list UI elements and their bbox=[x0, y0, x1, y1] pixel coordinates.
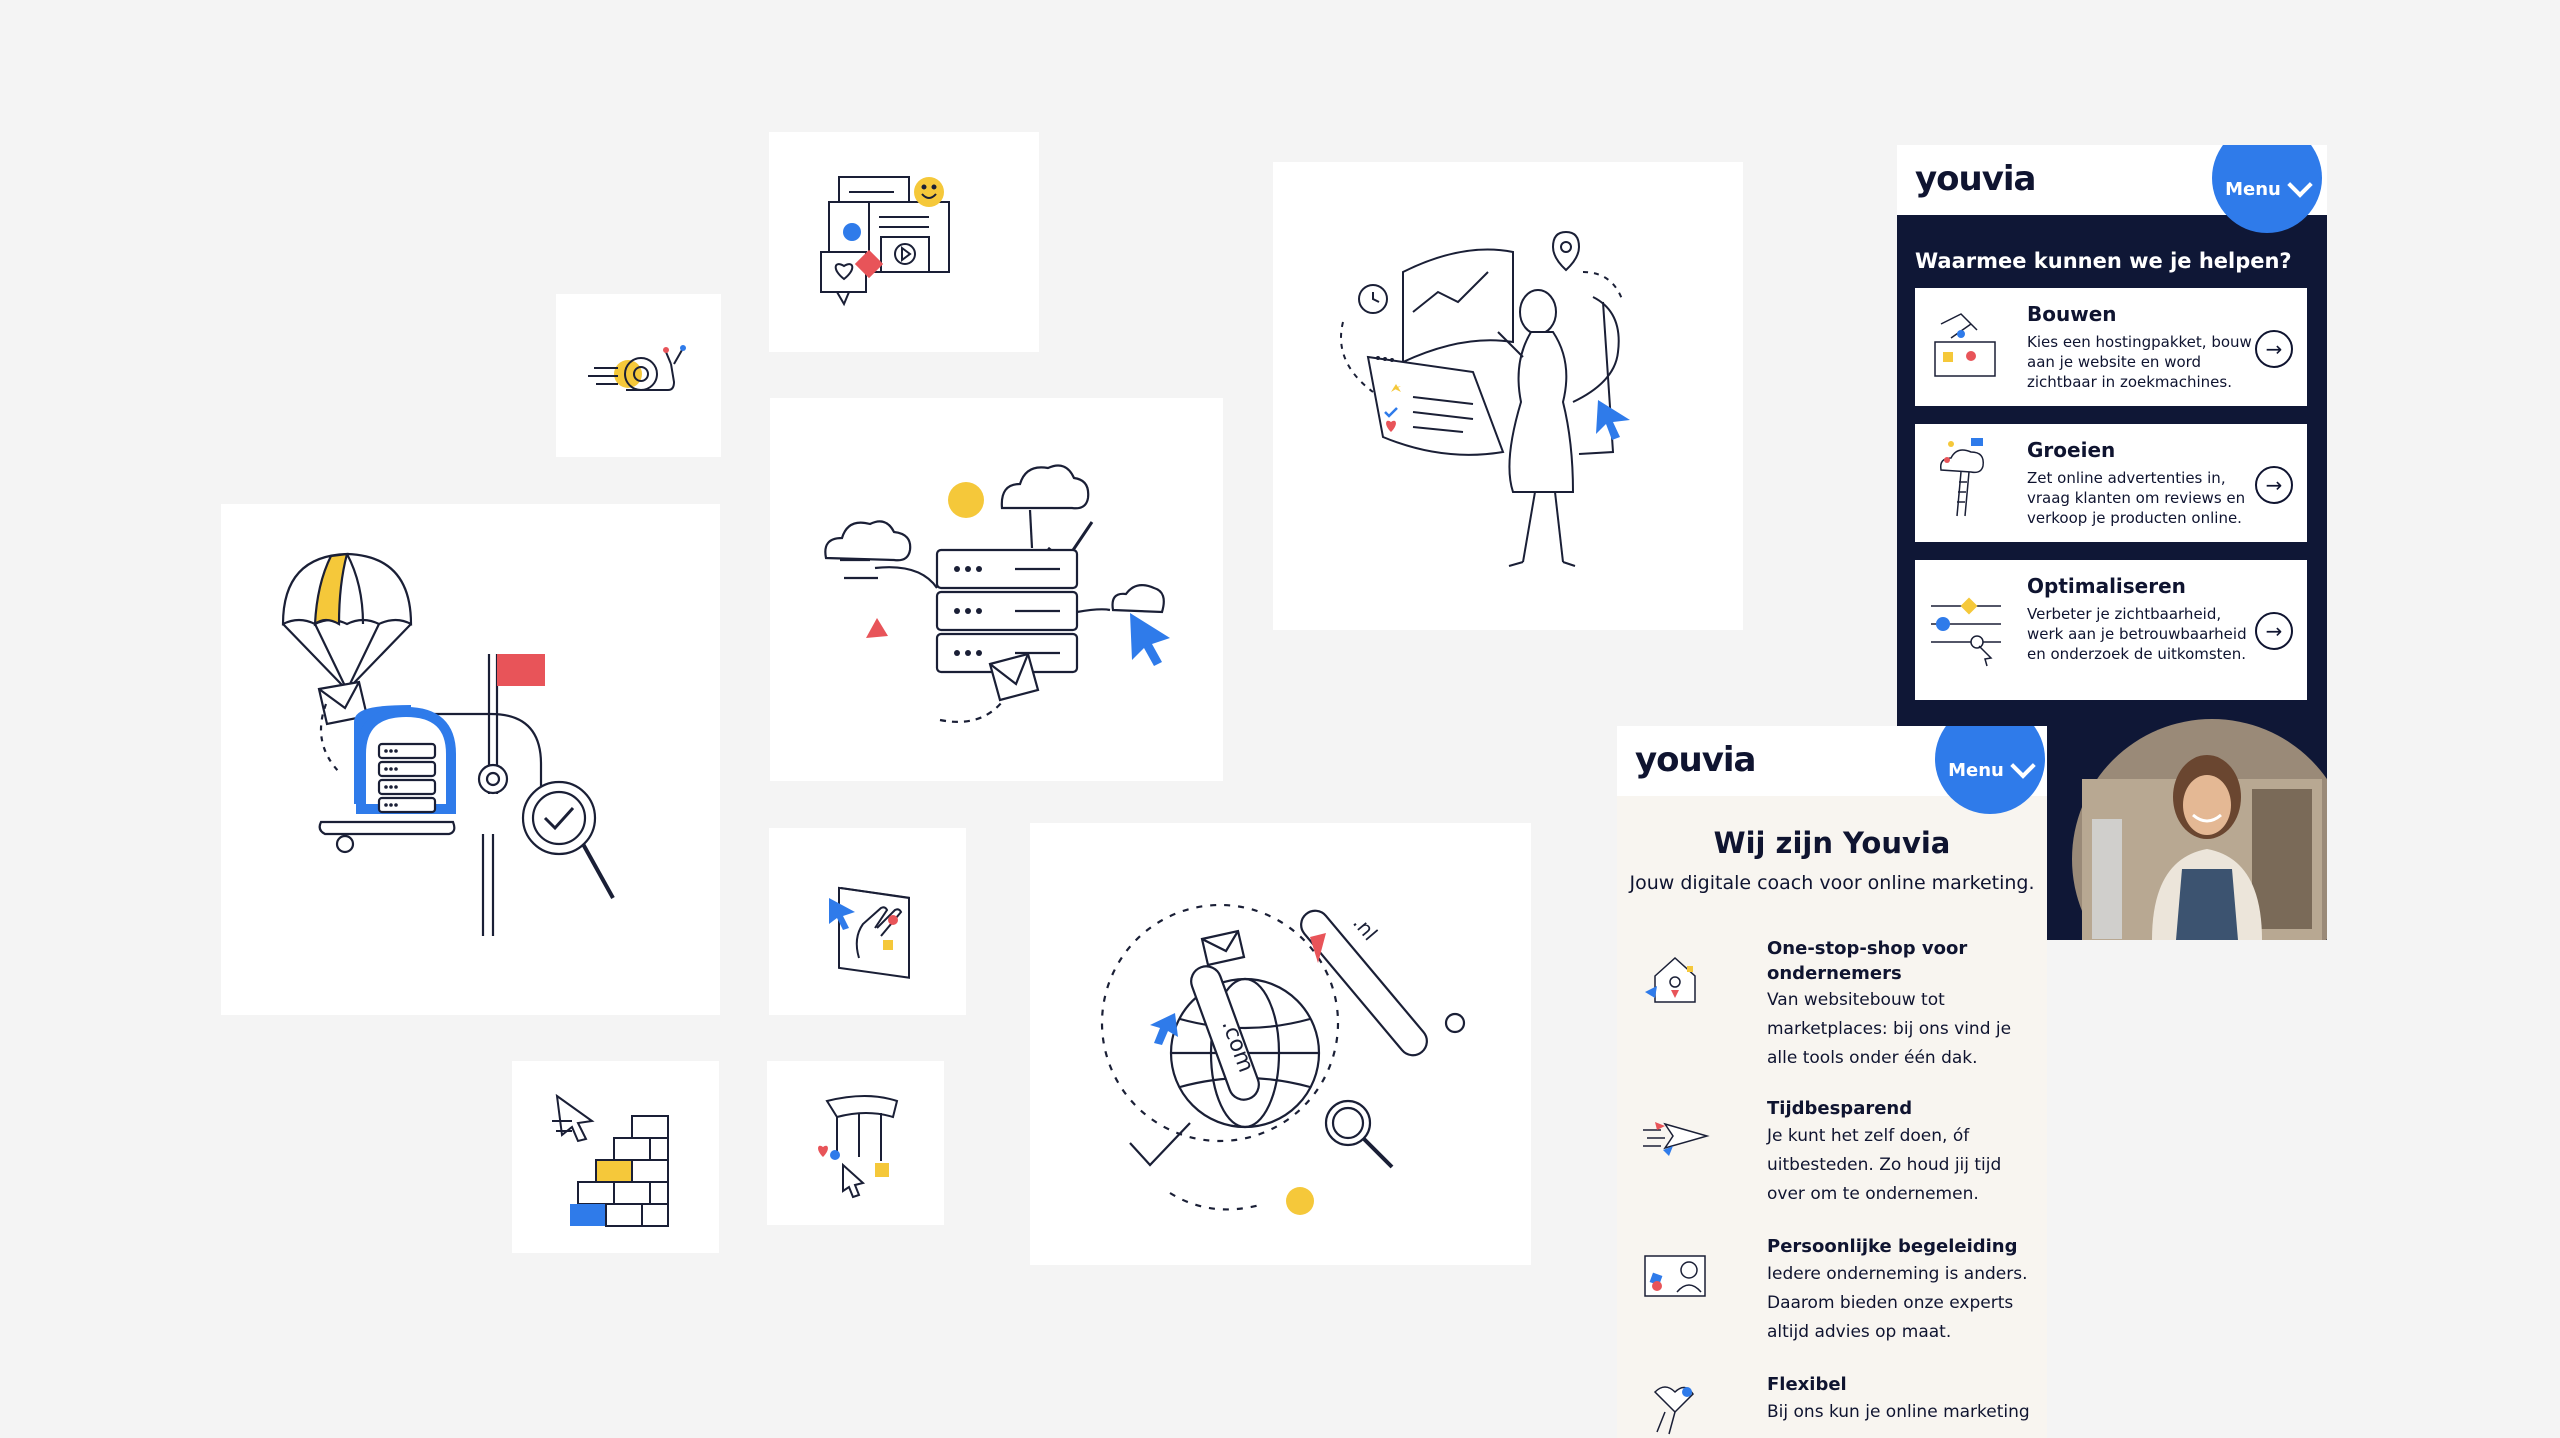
svg-text:.nl: .nl bbox=[1348, 911, 1382, 945]
service-card-optimaliseren[interactable]: Optimaliseren Verbeter je zichtbaarheid,… bbox=[1915, 560, 2307, 700]
menu-label: Menu bbox=[2225, 178, 2281, 200]
content-illustration bbox=[769, 132, 1039, 352]
mobile-about-screen: youvia Menu Wij zijn Youvia Jouw digital… bbox=[1617, 726, 2047, 1438]
high-five-illustration bbox=[769, 828, 966, 1015]
globe-domain-illustration: .com .nl bbox=[1030, 823, 1531, 1265]
feature-item: One-stop-shop voor ondernemers Van websi… bbox=[1635, 936, 2035, 1086]
snail-illustration bbox=[556, 294, 721, 457]
feature-text: Van websitebouw tot marketplaces: bij on… bbox=[1767, 990, 2012, 1068]
arrow-right-circle-icon[interactable]: → bbox=[2255, 330, 2293, 368]
feature-item: Tijdbesparend Je kunt het zelf doen, óf … bbox=[1635, 1096, 2035, 1226]
feature-title: Tijdbesparend bbox=[1767, 1098, 1913, 1119]
parachute-mailbox-illustration bbox=[221, 504, 720, 1015]
mobile-header: youvia Menu bbox=[1617, 726, 2047, 814]
page-subtitle: Jouw digitale coach voor online marketin… bbox=[1629, 872, 2035, 894]
house-illustration bbox=[1645, 956, 1696, 1003]
feature-text: Je kunt het zelf doen, óf uitbesteden. Z… bbox=[1767, 1126, 2002, 1204]
service-text: Verbeter je zichtbaarheid, werk aan je b… bbox=[2027, 605, 2247, 663]
flexible-illustration bbox=[1653, 1386, 1694, 1435]
bouwen-illustration bbox=[1934, 313, 1996, 377]
service-card-bouwen[interactable]: Bouwen Kies een hostingpakket, bouw aan … bbox=[1915, 288, 2307, 406]
feature-item: Flexibel Bij ons kun je online marketing bbox=[1635, 1372, 2035, 1438]
guidance-illustration bbox=[1644, 1255, 1706, 1297]
feature-text: Iedere onderneming is anders. Daarom bie… bbox=[1767, 1264, 2028, 1342]
feature-title: One-stop-shop voor ondernemers bbox=[1767, 938, 1968, 984]
chevron-down-icon bbox=[2010, 753, 2036, 779]
groeien-illustration bbox=[1939, 438, 1984, 517]
hero-photo bbox=[2072, 719, 2327, 940]
service-title: Optimaliseren bbox=[2027, 574, 2186, 598]
service-text: Zet online advertenties in, vraag klante… bbox=[2027, 469, 2246, 527]
mobile-header: youvia Menu bbox=[1897, 145, 2327, 233]
puppet-hand-illustration bbox=[767, 1061, 944, 1225]
page-title: Wij zijn Youvia bbox=[1713, 826, 1951, 860]
optimaliseren-illustration bbox=[1931, 597, 2001, 667]
arrow-right-circle-icon[interactable]: → bbox=[2255, 466, 2293, 504]
services-heading: Waarmee kunnen we je helpen? bbox=[1915, 249, 2292, 273]
building-blocks-illustration bbox=[512, 1061, 719, 1253]
arrow-right-circle-icon[interactable]: → bbox=[2255, 612, 2293, 650]
menu-label: Menu bbox=[1948, 759, 2004, 781]
feature-title: Flexibel bbox=[1767, 1374, 1847, 1395]
feature-title: Persoonlijke begeleiding bbox=[1767, 1236, 2018, 1257]
service-title: Bouwen bbox=[2027, 302, 2117, 326]
feature-item: Persoonlijke begeleiding Iedere ondernem… bbox=[1635, 1234, 2035, 1364]
service-title: Groeien bbox=[2027, 438, 2116, 462]
data-woman-illustration bbox=[1273, 162, 1743, 630]
feature-text: Bij ons kun je online marketing bbox=[1767, 1402, 2030, 1422]
arrow-speed-illustration bbox=[1643, 1122, 1710, 1156]
youvia-logo[interactable]: youvia bbox=[1915, 159, 2036, 199]
service-text: Kies een hostingpakket, bouw aan je webs… bbox=[2027, 333, 2252, 391]
service-card-groeien[interactable]: Groeien Zet online advertenties in, vraa… bbox=[1915, 424, 2307, 542]
youvia-logo[interactable]: youvia bbox=[1635, 740, 1756, 780]
chevron-down-icon bbox=[2287, 172, 2313, 198]
menu-button[interactable]: Menu bbox=[1935, 726, 2045, 814]
menu-button[interactable]: Menu bbox=[2212, 145, 2322, 233]
cloud-server-illustration bbox=[770, 398, 1223, 781]
